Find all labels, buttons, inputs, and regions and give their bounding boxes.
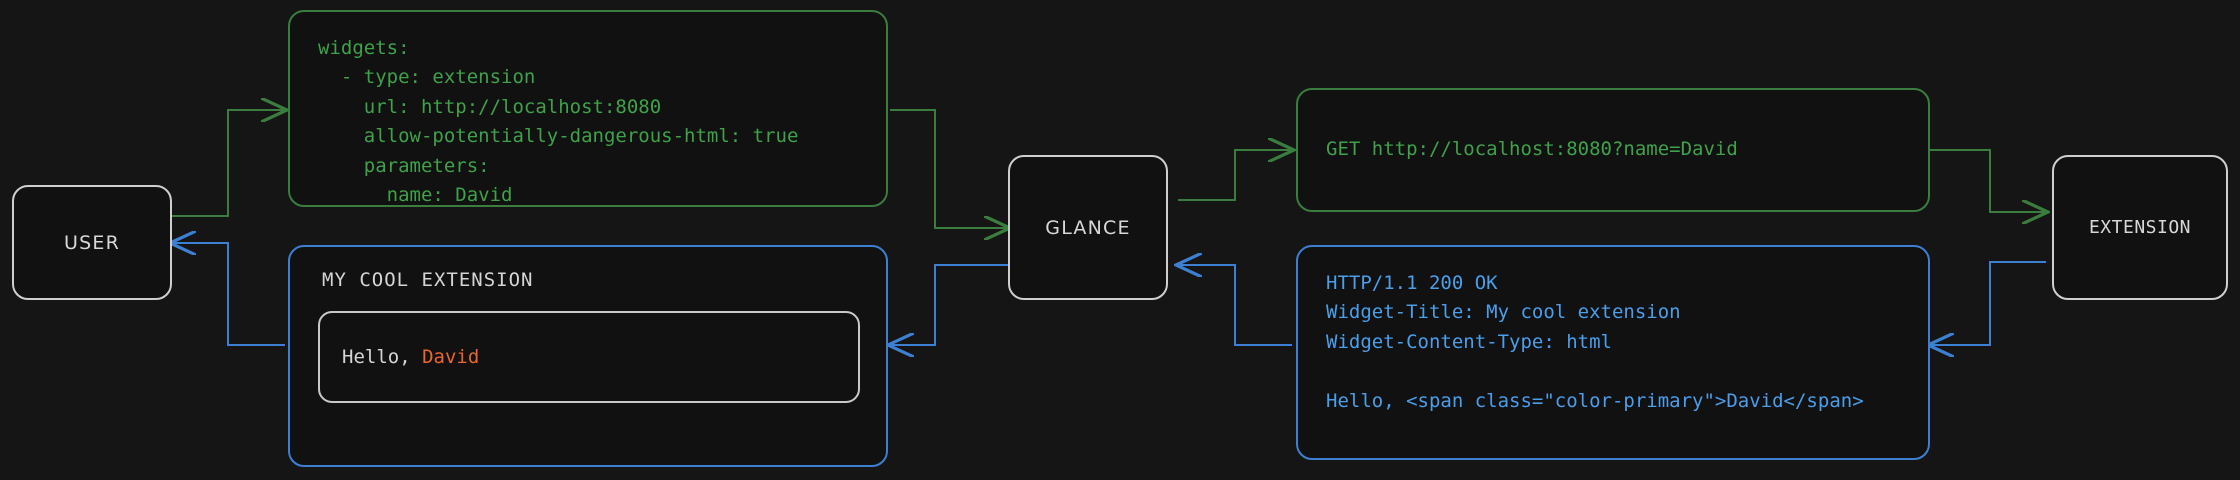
widget-greeting-name: David bbox=[422, 346, 480, 368]
http-response-card: HTTP/1.1 200 OK Widget-Title: My cool ex… bbox=[1296, 245, 1930, 460]
widget-preview-title: MY COOL EXTENSION bbox=[322, 269, 534, 291]
widget-greeting: Hello, David bbox=[342, 346, 479, 368]
http-request-card: GET http://localhost:8080?name=David bbox=[1296, 88, 1930, 212]
node-glance[interactable]: GLANCE bbox=[1008, 155, 1168, 300]
widget-greeting-prefix: Hello, bbox=[342, 346, 423, 368]
node-extension-label: EXTENSION bbox=[2088, 217, 2192, 238]
widget-preview-body: Hello, David bbox=[318, 311, 860, 403]
node-user-label: USER bbox=[64, 231, 120, 254]
http-request-text: GET http://localhost:8080?name=David bbox=[1326, 138, 1738, 161]
node-glance-label: GLANCE bbox=[1045, 216, 1131, 239]
widget-preview-card: MY COOL EXTENSION Hello, David bbox=[288, 245, 888, 467]
node-user[interactable]: USER bbox=[12, 185, 172, 300]
http-response-text: HTTP/1.1 200 OK Widget-Title: My cool ex… bbox=[1326, 272, 1864, 412]
config-yaml-text: widgets: - type: extension url: http://l… bbox=[318, 37, 799, 207]
config-yaml-card: widgets: - type: extension url: http://l… bbox=[288, 10, 888, 207]
node-extension[interactable]: EXTENSION bbox=[2052, 155, 2228, 300]
